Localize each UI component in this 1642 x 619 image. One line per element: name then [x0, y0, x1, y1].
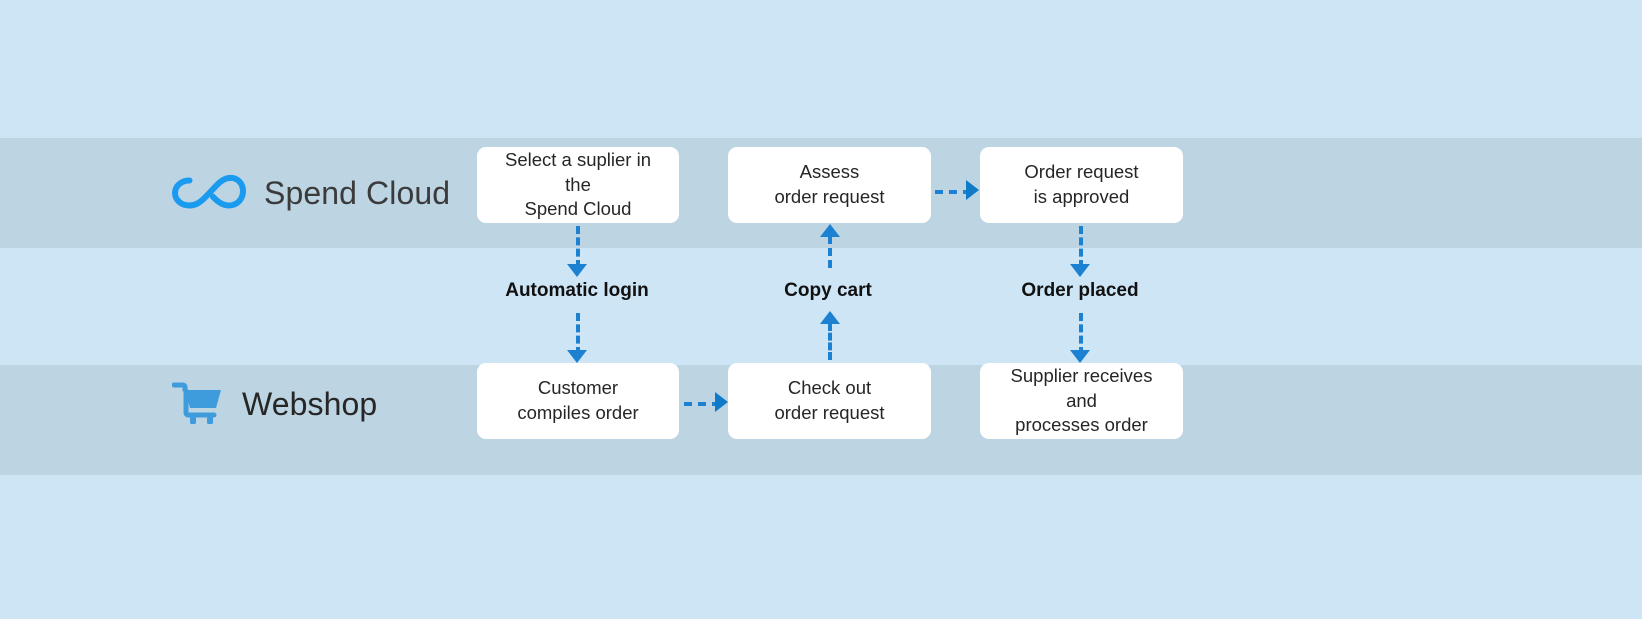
lane-title-webshop: Webshop	[242, 385, 378, 422]
connector-compile-to-checkout-line	[684, 402, 720, 406]
node-label: Customer compiles order	[517, 377, 639, 423]
lane-title-spend-cloud: Spend Cloud	[264, 174, 451, 211]
connector-assess-to-approved-line	[935, 190, 971, 194]
infinity-icon	[171, 173, 247, 213]
node-label: Select a suplier in the Spend Cloud	[504, 148, 652, 220]
connector-compile-to-checkout-arrowhead	[715, 392, 728, 412]
node-check-out[interactable]: Check out order request	[728, 363, 931, 439]
node-compile-order[interactable]: Customer compiles order	[477, 363, 679, 439]
connector-order-placed-upper-arrowhead	[1070, 264, 1090, 277]
connector-assess-to-approved-arrowhead	[966, 180, 979, 200]
node-request-approved[interactable]: Order request is approved	[980, 147, 1183, 223]
flow-label-automatic-login: Automatic login	[505, 280, 649, 301]
shopping-cart-icon	[171, 381, 224, 427]
node-label: Check out order request	[774, 377, 885, 423]
node-label: Supplier receives and processes order	[1010, 364, 1153, 436]
node-assess-request[interactable]: Assess order request	[728, 147, 931, 223]
connector-copy-cart-upper-arrowhead	[820, 224, 840, 237]
lane-header-webshop: Webshop	[171, 375, 378, 433]
lane-header-spend-cloud: Spend Cloud	[171, 163, 451, 223]
connector-copy-cart-lower-arrowhead	[820, 311, 840, 324]
node-select-supplier[interactable]: Select a suplier in the Spend Cloud	[477, 147, 679, 223]
connector-order-placed-lower-arrowhead	[1070, 350, 1090, 363]
connector-automatic-login-lower-line	[576, 313, 580, 355]
connector-copy-cart-upper-line	[828, 236, 832, 268]
connector-order-placed-upper-line	[1079, 226, 1083, 268]
node-label: Assess order request	[774, 161, 885, 207]
node-label: Order request is approved	[1024, 161, 1139, 207]
connector-automatic-login-upper-line	[576, 226, 580, 268]
connector-order-placed-lower-line	[1079, 313, 1083, 355]
connector-automatic-login-upper-arrowhead	[567, 264, 587, 277]
connector-automatic-login-lower-arrowhead	[567, 350, 587, 363]
connector-copy-cart-lower-line	[828, 323, 832, 360]
flow-label-order-placed: Order placed	[1021, 280, 1139, 301]
node-supplier-processes[interactable]: Supplier receives and processes order	[980, 363, 1183, 439]
flow-label-copy-cart: Copy cart	[784, 280, 872, 301]
